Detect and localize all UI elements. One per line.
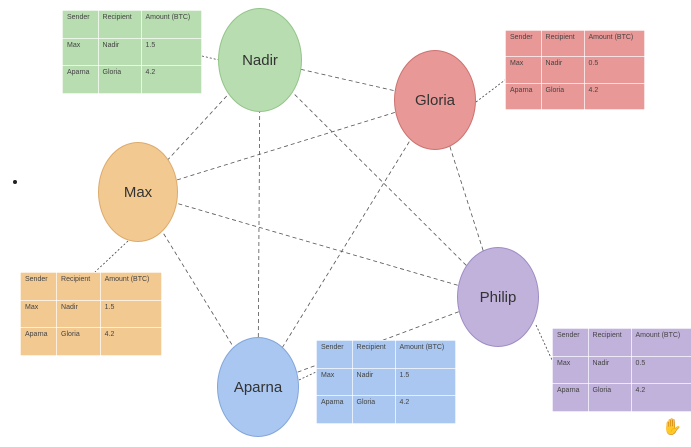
node-max[interactable]: Max bbox=[98, 142, 178, 242]
ledger-cell: 0.5 bbox=[630, 355, 691, 385]
ledger-cell: 0.5 bbox=[583, 56, 645, 84]
ledger-cell: Nadir bbox=[540, 56, 585, 84]
ledger-header-cell: Amount (BTC) bbox=[630, 328, 691, 357]
ledger-cell: 4.2 bbox=[99, 327, 163, 356]
ledger-connectors bbox=[94, 55, 553, 381]
ledger-header-cell: Sender bbox=[505, 29, 542, 58]
ledger-header-cell: Sender bbox=[552, 328, 589, 357]
bullet-dot bbox=[13, 180, 17, 184]
ledger-cell: 4.2 bbox=[140, 65, 202, 94]
ledger-header-cell: Recipient bbox=[56, 272, 101, 301]
hand-icon[interactable]: ✋ bbox=[662, 419, 682, 436]
ledger-cell: Nadir bbox=[351, 367, 396, 397]
edge-gloria-max bbox=[137, 99, 436, 193]
ledger-header-cell: Recipient bbox=[540, 29, 585, 58]
ledger-cell: Nadir bbox=[97, 37, 142, 67]
connector-aparna bbox=[298, 371, 317, 381]
node-label: Aparna bbox=[233, 378, 283, 396]
ledger-cell: 1.5 bbox=[99, 299, 163, 329]
ledger-cell: 4.2 bbox=[630, 383, 691, 412]
node-label: Nadir bbox=[242, 51, 278, 69]
ledger-cell: Gloria bbox=[56, 327, 101, 356]
node-label: Max bbox=[123, 183, 153, 201]
ledger-header-cell: Recipient bbox=[351, 340, 396, 369]
ledger-header-cell: Recipient bbox=[97, 10, 142, 39]
ledger-header-cell: Sender bbox=[62, 10, 99, 39]
ledger-header-cell: Recipient bbox=[587, 328, 632, 357]
ledger-header-cell: Amount (BTC) bbox=[394, 340, 456, 369]
ledger-cell: Gloria bbox=[587, 383, 632, 412]
connector-philip bbox=[535, 324, 553, 361]
edge-nadir-aparna bbox=[257, 59, 261, 388]
connector-gloria bbox=[475, 79, 506, 103]
ledger-cell: Max bbox=[62, 37, 99, 67]
ledger-cell: Gloria bbox=[97, 65, 142, 94]
ledger-cell: Max bbox=[19, 299, 58, 329]
ledger-header-cell: Amount (BTC) bbox=[583, 29, 645, 58]
ledger-cell: 4.2 bbox=[583, 82, 645, 111]
node-label: Philip bbox=[479, 288, 517, 306]
ledger-cell: Aparna bbox=[316, 395, 353, 424]
ledger-cell: Aparna bbox=[62, 65, 99, 94]
ledger-cell: Gloria bbox=[540, 82, 585, 111]
edge-max-philip bbox=[137, 191, 499, 298]
ledger-header-cell: Sender bbox=[19, 272, 58, 301]
ledger-cell: Nadir bbox=[56, 299, 101, 329]
ledger-cell: Aparna bbox=[552, 383, 589, 412]
ledger-header-cell: Sender bbox=[316, 340, 353, 369]
node-aparna[interactable]: Aparna bbox=[217, 337, 299, 437]
ledger-cell: 4.2 bbox=[394, 395, 456, 424]
ledger-header-cell: Amount (BTC) bbox=[140, 10, 202, 39]
ledger-cell: Aparna bbox=[19, 327, 58, 356]
ledger-cell: Aparna bbox=[505, 82, 542, 111]
ledger-cell: Max bbox=[552, 355, 589, 385]
node-label: Gloria bbox=[414, 91, 455, 109]
ledger-cell: Max bbox=[316, 367, 353, 397]
ledger-cell: 1.5 bbox=[140, 37, 202, 67]
edge-gloria-aparna bbox=[257, 99, 436, 388]
ledger-cell: Nadir bbox=[587, 355, 632, 385]
node-nadir[interactable]: Nadir bbox=[218, 8, 302, 112]
ledger-cell: 1.5 bbox=[394, 367, 456, 397]
ledger-header-cell: Amount (BTC) bbox=[99, 272, 163, 301]
node-gloria[interactable]: Gloria bbox=[394, 50, 476, 150]
ledger-cell: Max bbox=[505, 56, 542, 84]
connector-max bbox=[94, 240, 129, 273]
connector-nadir bbox=[201, 55, 220, 61]
node-philip[interactable]: Philip bbox=[457, 247, 539, 347]
ledger-cell: Gloria bbox=[351, 395, 396, 424]
